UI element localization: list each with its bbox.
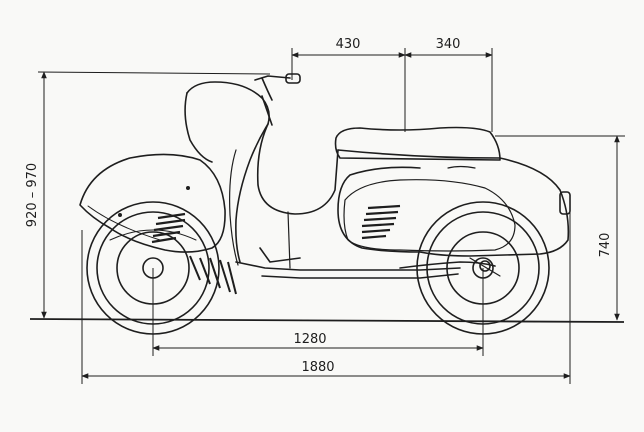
leg-shield [186, 81, 270, 263]
front-fender [79, 153, 226, 253]
dimension-lines [37, 48, 625, 384]
dim-seat-height-label: 740 [598, 233, 613, 258]
handlebar [254, 73, 301, 126]
underfloor-fins [189, 255, 237, 295]
rear-vents [361, 204, 401, 240]
tail-lamp [559, 191, 571, 215]
floorboard [235, 261, 461, 271]
dim-length-label: 1880 [301, 360, 334, 375]
dim-wheelbase-label: 1280 [293, 332, 326, 347]
rear-body [337, 149, 570, 257]
dim-430-label: 430 [336, 37, 361, 52]
front-vents [151, 212, 186, 244]
ground-line [29, 318, 625, 323]
seat [334, 126, 501, 161]
dim-340-label: 340 [436, 37, 461, 52]
dim-height-label: 920 – 970 [25, 163, 40, 227]
